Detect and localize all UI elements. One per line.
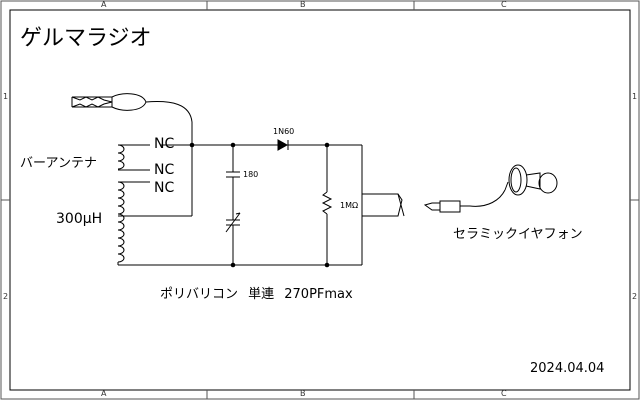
frame-col-c-top: C xyxy=(501,0,507,9)
frame-row-2-left: 2 xyxy=(3,292,9,301)
diode-label: 1N60 xyxy=(273,127,295,136)
frame-col-b-top: B xyxy=(300,0,306,9)
nc-label-1: NC xyxy=(154,136,175,152)
frame-col-a-top: A xyxy=(101,0,107,9)
resistor-label: 1MΩ xyxy=(340,201,359,210)
frame-col-a-bottom: A xyxy=(101,389,107,398)
date-label: 2024.04.04 xyxy=(530,361,605,376)
nc-label-2: NC xyxy=(154,162,175,178)
coil-icon xyxy=(117,144,125,265)
plug-icon xyxy=(423,200,470,213)
jack-icon xyxy=(361,145,405,265)
page-title: ゲルマラジオ xyxy=(20,26,152,51)
junctions xyxy=(189,142,330,268)
inner-frame xyxy=(9,9,631,391)
earphone-cord xyxy=(469,189,506,207)
diode-icon xyxy=(277,139,290,151)
antenna-lead xyxy=(145,101,193,145)
frame-row-1-left: 1 xyxy=(3,92,9,101)
capacitor-label: 180 xyxy=(243,170,259,179)
frame-row-2-right: 2 xyxy=(632,292,638,301)
frame-col-b-bottom: B xyxy=(300,389,306,398)
frame-col-c-bottom: C xyxy=(501,389,507,398)
earphone-icon xyxy=(504,164,558,196)
frame-row-1-right: 1 xyxy=(632,92,638,101)
earphone-label: セラミックイヤフォン xyxy=(453,227,583,242)
alligator-clip-icon xyxy=(71,93,147,111)
resistor-icon xyxy=(321,191,333,215)
bar-antenna-label: バーアンテナ xyxy=(20,156,97,171)
nc-label-3: NC xyxy=(154,180,175,196)
variable-capacitor-label: ポリバリコン 単連 270PFmax xyxy=(160,287,353,302)
inductance-label: 300μH xyxy=(56,211,103,227)
